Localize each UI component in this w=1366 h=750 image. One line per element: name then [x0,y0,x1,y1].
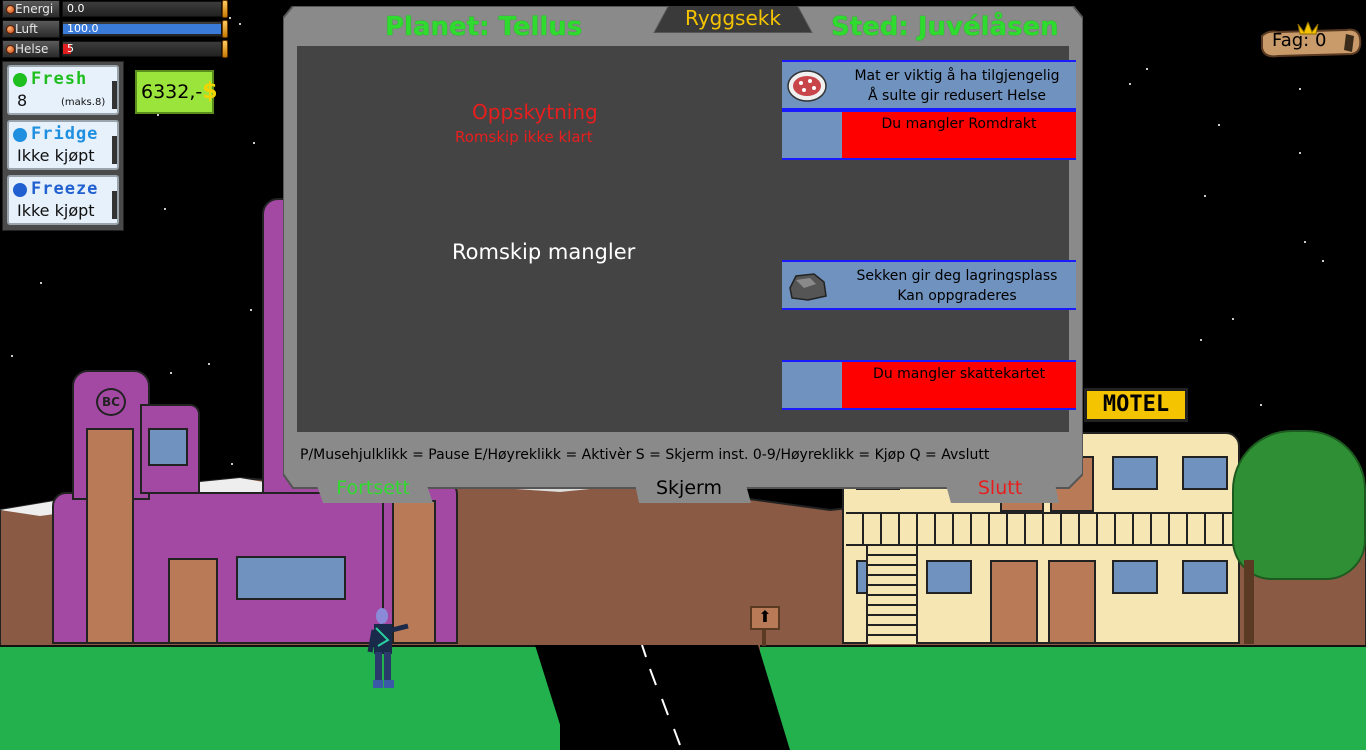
item-food[interactable]: Mat er viktig å ha tilgjengelig Å sulte … [782,60,1076,110]
quit-button[interactable]: Slutt [977,477,1023,499]
star [239,23,241,25]
money-display: 6332,-$ [135,70,218,114]
star [250,309,252,311]
warning-treasure-map: Du mangler skattekartet [782,360,1076,410]
star [1200,339,1202,341]
star [1299,152,1301,154]
star [164,208,166,210]
star [170,372,172,374]
ground-left [0,645,560,750]
dollar-icon: $ [202,79,218,104]
star [1146,68,1148,70]
continue-button[interactable]: Fortsett [336,477,410,499]
launch-status: Romskip ikke klart [455,128,593,146]
star [1129,83,1131,85]
launch-title: Oppskytning [472,100,598,124]
health-bar: Helse 5 [0,40,228,58]
star [11,355,13,357]
health-orb-icon [6,45,15,54]
storage-fresh[interactable]: Fresh 8 (maks.8) [7,65,119,115]
factory-logo: BC [96,388,126,416]
controls-hint: P/Musehjulklikk = Pause E/Høyreklikk = A… [300,447,990,463]
scroll-banner-icon [1261,22,1362,58]
road [535,645,790,750]
backpack-rock-icon [789,273,827,301]
star [1260,404,1262,406]
star [1322,260,1324,262]
star [1218,124,1220,126]
freeze-star-icon [13,183,27,197]
energy-orb-icon [6,5,15,14]
tab-backpack[interactable]: Ryggsekk [685,6,781,30]
storage-fridge[interactable]: Fridge Ikke kjøpt [7,120,119,170]
energy-bar: Energi 0.0 [0,0,228,18]
star [1299,88,1301,90]
up-arrow-icon: ⬆ [750,606,780,630]
star [229,17,231,19]
screen-button[interactable]: Skjerm [655,477,723,499]
player-character [367,608,409,688]
missing-ship-label: Romskip mangler [452,240,636,264]
food-bowl-icon [787,70,827,102]
air-orb-icon [6,25,15,34]
money-amount: 6332,- [141,81,203,103]
dialog-content: Oppskytning Romskip ikke klart Romskip m… [297,46,1076,432]
fag-badge: Fag: 0 [1258,22,1364,62]
item-backpack[interactable]: Sekken gir deg lagringsplass Kan oppgrad… [782,260,1076,310]
star [231,463,233,465]
star [1232,318,1234,320]
fridge-star-icon [13,128,27,142]
fag-counter: Fag: 0 [1272,30,1327,51]
motel-sign: MOTEL [1084,388,1188,422]
food-storage-panel: Fresh 8 (maks.8) Fridge Ikke kjøpt Freez… [2,61,124,231]
star [40,282,42,284]
ground-right [760,645,1366,750]
location-title: Sted: Juvélåsen [831,12,1059,42]
star [157,114,159,116]
planet-title: Planet: Tellus [385,12,583,42]
warning-spacesuit: Du mangler Romdrakt [782,110,1076,160]
air-bar: Luft 100.0 [0,20,228,38]
star [1204,195,1206,197]
star [253,142,255,144]
star [1304,241,1306,243]
star [208,363,210,365]
storage-freeze[interactable]: Freeze Ikke kjøpt [7,175,119,225]
backpack-dialog: Planet: Tellus Ryggsekk Sted: Juvélåsen … [283,6,1083,503]
fresh-star-icon [13,73,27,87]
